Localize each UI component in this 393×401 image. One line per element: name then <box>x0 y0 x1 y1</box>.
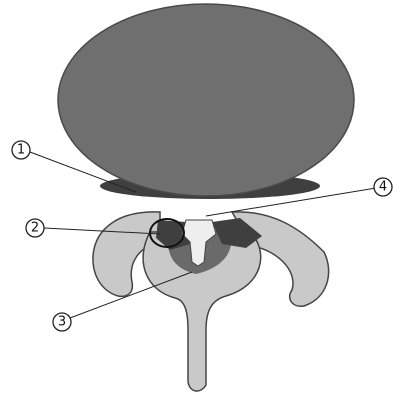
callout-4: 4 <box>374 178 392 196</box>
callout-2-label: 2 <box>31 221 39 236</box>
callout-3: 3 <box>53 313 71 331</box>
callout-4-label: 4 <box>379 180 387 195</box>
callout-2: 2 <box>26 219 44 237</box>
callout-1-label: 1 <box>17 143 25 158</box>
callout-3-label: 3 <box>58 315 66 330</box>
callout-1: 1 <box>12 141 30 159</box>
cap <box>58 4 354 196</box>
